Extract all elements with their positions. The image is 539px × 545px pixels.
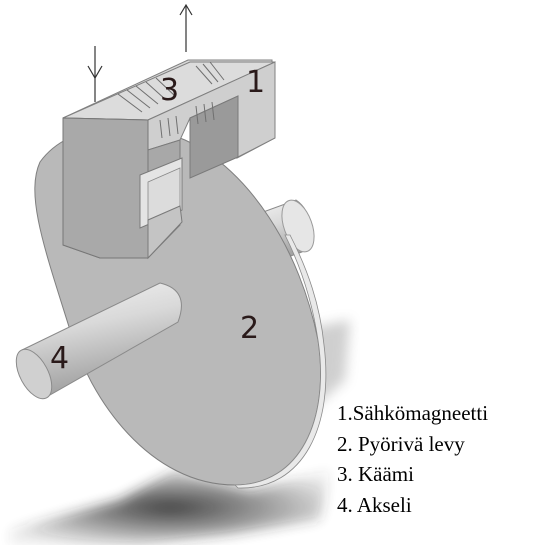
current-in-arrow [87, 46, 103, 102]
label-coil-number: 3 [160, 73, 179, 108]
label-disc-number: 2 [240, 311, 259, 346]
label-shaft-number: 4 [50, 341, 69, 376]
legend: 1.Sähkömagneetti 2. Pyörivä levy 3. Kääm… [337, 398, 488, 520]
legend-item-rotating-disc: 2. Pyörivä levy [337, 431, 465, 456]
label-magnet-number: 1 [246, 65, 265, 100]
coil [117, 61, 225, 139]
legend-item-shaft: 4. Akseli [337, 492, 412, 517]
current-out-arrow [179, 3, 193, 52]
legend-item-electromagnet: 1.Sähkömagneetti [337, 401, 489, 425]
legend-item-coil: 3. Käämi [337, 462, 414, 486]
shaft-front [15, 282, 182, 400]
